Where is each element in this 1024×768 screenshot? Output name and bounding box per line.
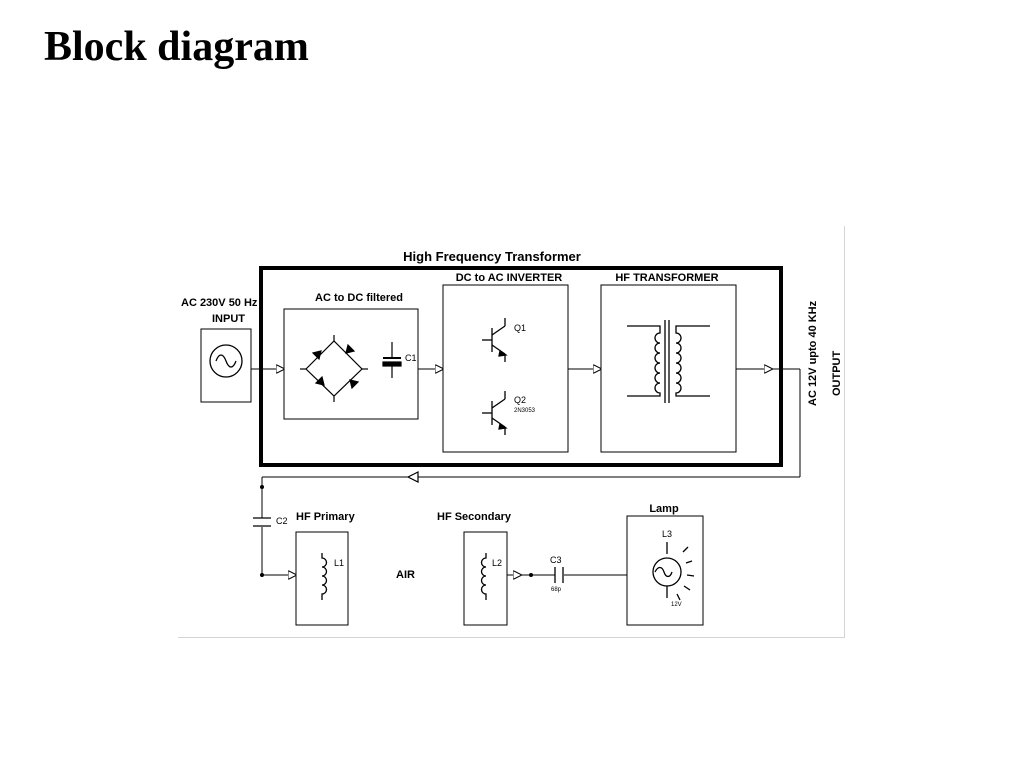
lamp-icon: [652, 542, 695, 601]
inverter-block: Q1 Q2 2N3053: [442, 284, 569, 453]
l1-label: L1: [334, 558, 344, 568]
lamp-block: L3 12V: [626, 515, 704, 626]
output-return-wire: [261, 368, 801, 575]
ac-source-block: [200, 328, 252, 403]
capacitor-c1-icon: [382, 342, 402, 378]
inverter-title: DC to AC INVERTER: [456, 272, 563, 284]
c3-label: C3: [550, 555, 562, 565]
page-title: Block diagram: [44, 24, 309, 70]
inductor-l2-icon: [480, 553, 487, 600]
block-diagram-svg: High Frequency Transformer AC 230V 50 Hz…: [181, 249, 843, 626]
hf-primary-block: L1: [295, 531, 349, 626]
inductor-l1-icon: [321, 553, 328, 600]
diagram-title: High Frequency Transformer: [403, 249, 581, 264]
output-rating-label: AC 12V upto 40 KHz: [807, 300, 819, 406]
lamp-title: Lamp: [649, 503, 679, 515]
c2-label: C2: [276, 516, 288, 526]
block-diagram-figure: High Frequency Transformer AC 230V 50 Hz…: [178, 226, 845, 638]
transformer-icon: [627, 320, 710, 403]
capacitor-c3-icon: [554, 567, 564, 583]
transformer-title: HF TRANSFORMER: [615, 272, 718, 284]
l3-label: L3: [662, 529, 672, 539]
rectifier-block: C1: [283, 308, 419, 420]
c3-value-label: 68p: [551, 587, 562, 593]
q2-part-label: 2N3053: [514, 408, 536, 414]
output-label: OUTPUT: [831, 351, 843, 397]
hf-secondary-title: HF Secondary: [437, 511, 512, 523]
air-gap-label: AIR: [396, 569, 415, 581]
lamp-voltage-label: 12V: [671, 602, 682, 608]
bridge-rectifier-icon: [300, 335, 368, 402]
hf-primary-title: HF Primary: [296, 511, 356, 523]
hf-secondary-block: L2: [463, 531, 508, 626]
hf-transformer-enclosure: [259, 266, 783, 467]
ac-source-icon: [209, 344, 243, 378]
rectifier-title: AC to DC filtered: [315, 292, 403, 304]
capacitor-c2-icon: [253, 517, 271, 527]
transistor-q1-icon: [482, 318, 508, 362]
transformer-block: [600, 284, 737, 453]
input-label: INPUT: [212, 313, 245, 325]
c1-label: C1: [405, 353, 417, 363]
transistor-q2-icon: [482, 391, 508, 435]
l2-label: L2: [492, 558, 502, 568]
q2-label: Q2: [514, 395, 526, 405]
return-arrow-icon: [406, 471, 419, 483]
q1-label: Q1: [514, 323, 526, 333]
input-rating-label: AC 230V 50 Hz: [181, 297, 258, 309]
